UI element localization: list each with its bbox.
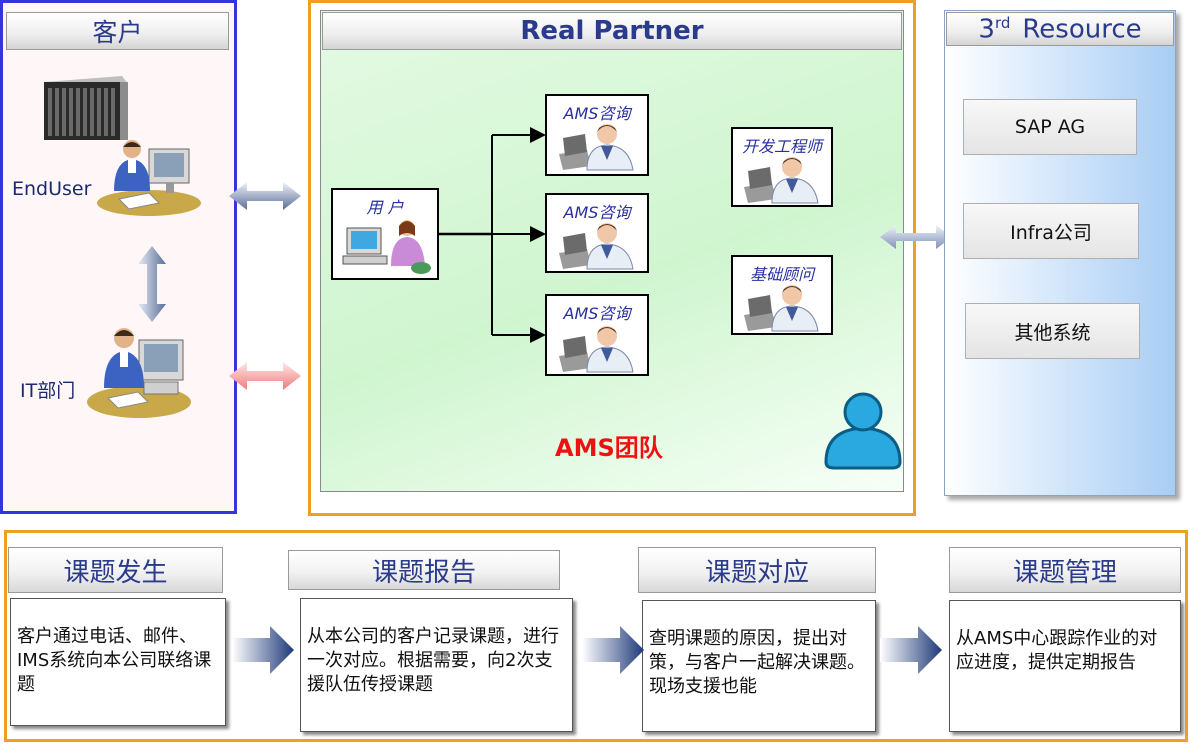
ams-consult-box-3: AMS咨询: [545, 294, 649, 376]
resource-item-other: 其他系统: [965, 303, 1140, 359]
enduser-label: EndUser: [12, 178, 92, 200]
server-icon: [40, 72, 130, 142]
partner-title: Real Partner: [322, 12, 902, 50]
resource-title-rest: Resource: [1022, 14, 1142, 45]
developer-icon: [744, 157, 819, 204]
it-dept-label: IT部门: [20, 380, 76, 402]
resource-title-text: 3rd Resource: [978, 14, 1141, 45]
user-label: 用 户: [366, 198, 404, 217]
ams-team-label: AMS团队: [555, 434, 663, 462]
connector-lines: [438, 127, 546, 343]
developer-box: 开发工程师: [731, 127, 833, 207]
step-body-report: 从本公司的客户记录课题，进行一次对应。根据需要，向2次支援队伍传授课题: [300, 598, 573, 732]
step-body-occurrence: 客户通过电话、邮件、IMS系统向本公司联络课题: [10, 598, 226, 726]
infra-consultant-box: 基础顾问: [731, 255, 833, 335]
enduser-workstation-icon: [94, 135, 204, 220]
process-arrow-2-icon: [582, 626, 644, 674]
step-body-response: 查明课题的原因，提出对策，与客户一起解决课题。现场支援也能: [642, 600, 876, 732]
consultant-icon-2: [559, 223, 634, 270]
ams-consult-box-1: AMS咨询: [545, 94, 649, 176]
ams-consult-label-3: AMS咨询: [563, 304, 631, 323]
vertical-double-arrow-icon: [138, 246, 166, 322]
user-box: 用 户: [331, 188, 439, 280]
process-arrow-1-icon: [232, 626, 294, 674]
resource-double-arrow-icon: [880, 225, 952, 249]
resource-item-infra: Infra公司: [963, 203, 1139, 259]
consultant-icon-3: [559, 326, 634, 373]
customer-title: 客户: [6, 12, 229, 50]
team-person-icon: [822, 390, 904, 470]
developer-label: 开发工程师: [741, 137, 822, 156]
step-title-report: 课题报告: [288, 550, 560, 590]
step-title-occurrence: 课题发生: [8, 547, 223, 593]
ams-consult-label-2: AMS咨询: [563, 203, 631, 222]
infra-consultant-icon: [744, 285, 819, 332]
ams-consult-label-1: AMS咨询: [563, 104, 631, 123]
step-body-management: 从AMS中心跟踪作业的对应进度，提供定期报告: [949, 600, 1181, 732]
process-arrow-3-icon: [880, 626, 942, 674]
consultant-icon-1: [559, 124, 634, 171]
user-icon: [342, 220, 431, 274]
customer-title-text: 客户: [92, 18, 143, 47]
resource-item-sap: SAP AG: [963, 99, 1137, 155]
infra-consultant-label: 基础顾问: [749, 265, 814, 284]
resource-title-sup: rd: [994, 13, 1011, 32]
it-workstation-icon: [84, 322, 194, 422]
step-title-management: 课题管理: [949, 547, 1181, 593]
resource-title: 3rd Resource: [946, 12, 1174, 46]
ams-consult-box-2: AMS咨询: [545, 193, 649, 273]
partner-title-text: Real Partner: [520, 16, 704, 46]
pink-double-arrow-icon: [229, 362, 301, 390]
step-title-response: 课题对应: [638, 547, 876, 593]
blue-double-arrow-icon: [229, 182, 301, 210]
resource-title-main: 3: [978, 14, 995, 45]
